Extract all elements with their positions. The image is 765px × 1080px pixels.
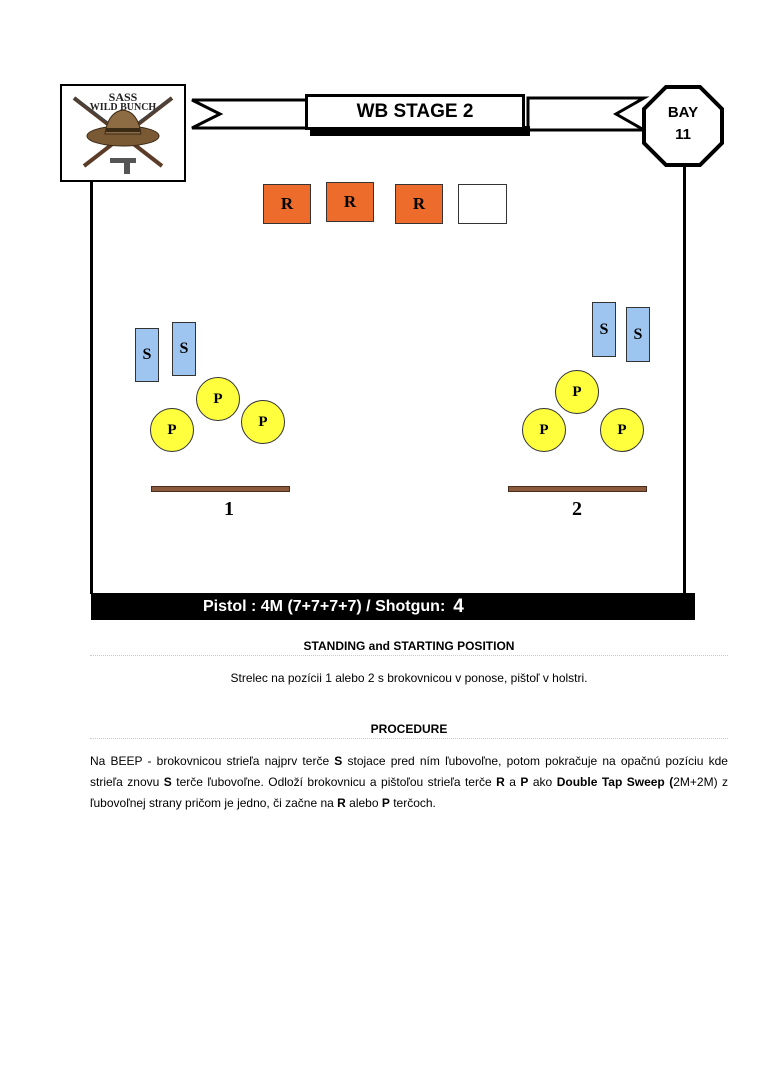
stage-title: WB STAGE 2 — [305, 94, 525, 130]
rifle-target-2: R — [326, 182, 374, 222]
pistol-target-left-top: P — [196, 377, 240, 421]
logo-line-2: WILD BUNCH — [89, 102, 157, 113]
pistol-target-right-top: P — [555, 370, 599, 414]
round-count-bar: Pistol : 4M (7+7+7+7) / Shotgun: 4 — [91, 593, 695, 620]
procedure-part: ako — [528, 775, 557, 789]
procedure-target-s: S — [163, 775, 172, 789]
procedure-paren: ( — [669, 775, 674, 789]
procedure-text: Na BEEP - brokovnicou strieľa najprv ter… — [90, 751, 728, 814]
procedure-part: terče ľubovoľne. Odloží brokovnicu a piš… — [171, 775, 497, 789]
rifle-target-blank — [458, 184, 507, 224]
procedure-part: alebo — [345, 796, 382, 810]
frame-right-line — [683, 164, 686, 594]
shotgun-target-left-2: S — [172, 322, 196, 376]
bay-octagon — [642, 85, 724, 167]
shotgun-target-right-1: S — [592, 302, 616, 357]
bay-number: 11 — [675, 126, 691, 143]
pistol-target-left-1: P — [150, 408, 194, 452]
hat-and-guns-icon — [72, 96, 174, 174]
procedure-part: Na BEEP - brokovnicou strieľa najprv ter… — [90, 754, 335, 768]
procedure-part: 2M+2M) z ľubovoľnej strany pričom je jed… — [90, 775, 729, 810]
standing-title: STANDING and STARTING POSITION — [303, 639, 515, 653]
position-bar-2 — [508, 486, 647, 492]
bay-label: BAY 11 — [644, 102, 722, 146]
procedure-part: a — [504, 775, 521, 789]
shotgun-count: 4 — [453, 595, 464, 617]
frame-left-line — [90, 182, 93, 594]
position-number-2: 2 — [572, 498, 582, 520]
procedure-target-p: P — [520, 775, 529, 789]
procedure-target-r: R — [337, 796, 346, 810]
shotgun-target-right-2: S — [626, 307, 650, 362]
pistol-target-right-2: P — [600, 408, 644, 452]
position-bar-1 — [151, 486, 290, 492]
procedure-double-tap: Double Tap Sweep — [556, 775, 665, 789]
procedure-title: PROCEDURE — [370, 722, 448, 736]
bay-label-text: BAY — [667, 104, 699, 121]
procedure-divider — [90, 738, 728, 739]
sass-wild-bunch-logo: SASS WILD BUNCH — [60, 84, 186, 182]
pistol-shotgun-text: Pistol : 4M (7+7+7+7) / Shotgun: — [203, 597, 446, 615]
procedure-part: terčoch. — [389, 796, 436, 810]
standing-divider — [90, 655, 728, 656]
procedure-target-r: R — [496, 775, 505, 789]
procedure-part: stojace pred ním ľubovoľne, potom pokrač… — [90, 754, 728, 789]
rifle-target-3: R — [395, 184, 443, 224]
procedure-target-p: P — [381, 796, 390, 810]
standing-text: Strelec na pozícii 1 alebo 2 s brokovnic… — [230, 671, 588, 685]
procedure-target-s: S — [334, 754, 343, 768]
logo-line-1: SASS — [108, 90, 138, 104]
pistol-target-right-1: P — [522, 408, 566, 452]
rifle-target-1: R — [263, 184, 311, 224]
stage-banner-ribbon — [191, 96, 650, 136]
position-number-1: 1 — [224, 498, 234, 520]
shotgun-target-left-1: S — [135, 328, 159, 382]
pistol-target-left-2: P — [241, 400, 285, 444]
